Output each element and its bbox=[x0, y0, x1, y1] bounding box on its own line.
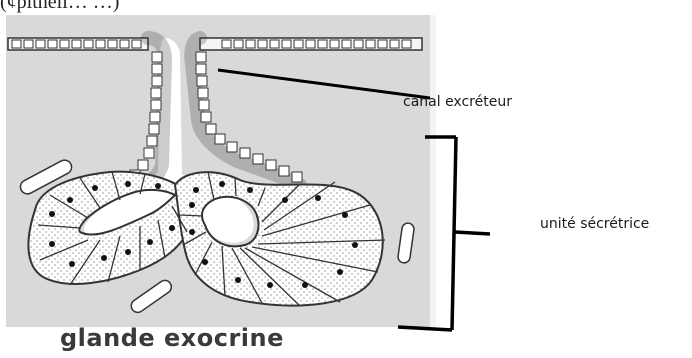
tissue-border-right bbox=[430, 15, 436, 327]
label-unite-secretrice: unité sécrétrice bbox=[540, 216, 649, 232]
surface-epithelium-right bbox=[200, 38, 422, 50]
surface-epithelium-left bbox=[8, 38, 148, 50]
diagram-caption: glande exocrine bbox=[60, 324, 284, 352]
label-canal-excreteur: canal excréteur bbox=[403, 94, 512, 110]
